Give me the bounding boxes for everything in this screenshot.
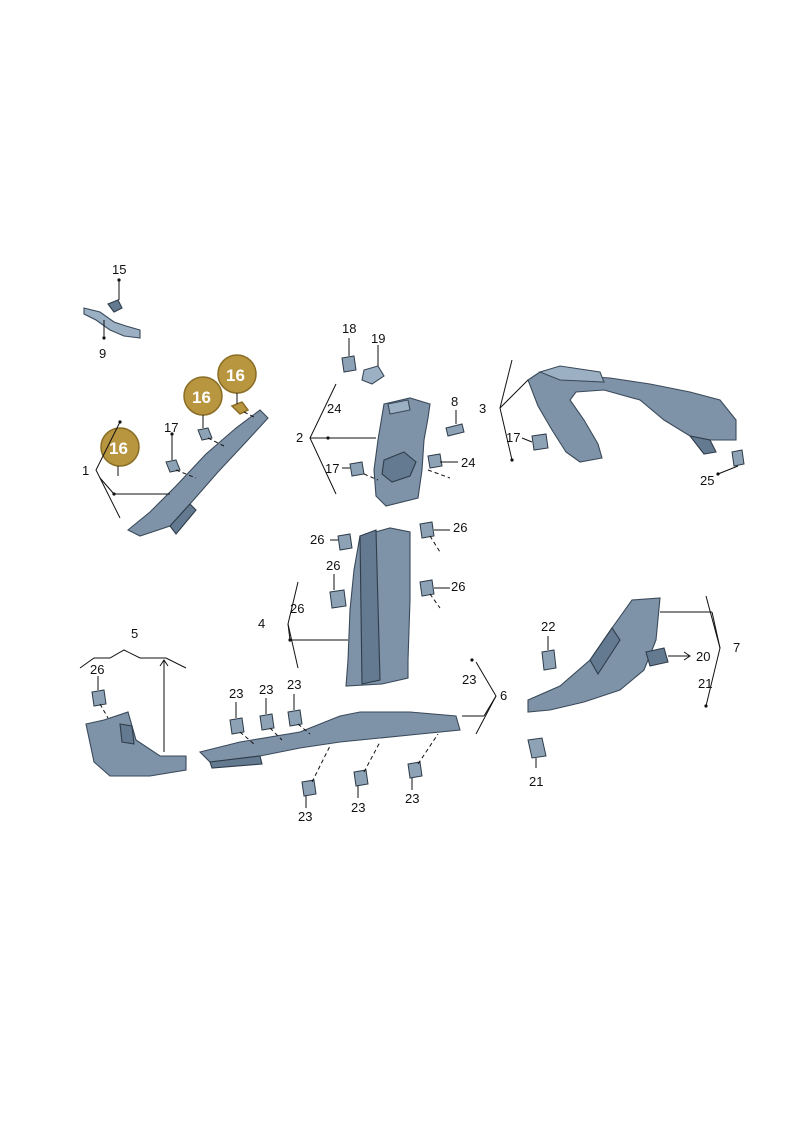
- callout-4[interactable]: 4: [258, 616, 265, 631]
- part-6-sill-trim[interactable]: [198, 711, 461, 769]
- callout-25[interactable]: 25: [700, 473, 714, 488]
- callout-23-f[interactable]: 23: [351, 800, 365, 815]
- callout-23-g[interactable]: 23: [405, 791, 419, 806]
- callout-23-e[interactable]: 23: [298, 809, 312, 824]
- svg-text:16: 16: [192, 388, 211, 407]
- part-23-clip-f[interactable]: [353, 769, 369, 787]
- callout-20[interactable]: 20: [696, 649, 710, 664]
- part-26-clip-c[interactable]: [419, 521, 435, 539]
- callout-6[interactable]: 6: [500, 688, 507, 703]
- callout-17-c[interactable]: 17: [506, 430, 520, 445]
- callout-8[interactable]: 8: [451, 394, 458, 409]
- part-16-clip-b[interactable]: [197, 427, 213, 441]
- callout-26-d[interactable]: 26: [451, 579, 465, 594]
- part-3-upper-side-trim[interactable]: [527, 365, 737, 463]
- part-23-clip-a[interactable]: [229, 717, 245, 735]
- callout-24-a[interactable]: 24: [327, 401, 341, 416]
- part-9-bracket[interactable]: [83, 299, 141, 339]
- callout-24-b[interactable]: 24: [461, 455, 475, 470]
- callout-9[interactable]: 9: [99, 346, 106, 361]
- callout-7[interactable]: 7: [733, 640, 740, 655]
- callout-15[interactable]: 15: [112, 262, 126, 277]
- callout-23-a[interactable]: 23: [229, 686, 243, 701]
- callout-23-d[interactable]: 23: [462, 672, 476, 687]
- part-24-clip[interactable]: [427, 453, 443, 469]
- part-23-clip-c[interactable]: [287, 709, 303, 727]
- part-16-clip-highlighted[interactable]: [230, 401, 250, 415]
- part-22-screw[interactable]: [541, 649, 557, 671]
- part-17-clip-c[interactable]: [531, 433, 549, 451]
- callout-5[interactable]: 5: [131, 626, 138, 641]
- part-26-clip-d[interactable]: [419, 579, 435, 597]
- part-23-clip-g[interactable]: [407, 761, 423, 779]
- callout-16-highlight-b[interactable]: 16: [183, 376, 223, 416]
- part-25-screw[interactable]: [731, 449, 745, 467]
- svg-text:16: 16: [226, 366, 245, 385]
- part-2-b-pillar-upper-trim[interactable]: [373, 397, 431, 507]
- callout-19[interactable]: 19: [371, 331, 385, 346]
- part-20-clip[interactable]: [645, 647, 669, 667]
- callout-22[interactable]: 22: [541, 619, 555, 634]
- callout-23-b[interactable]: 23: [259, 682, 273, 697]
- callout-26-b[interactable]: 26: [326, 558, 340, 573]
- callout-16-highlight-c[interactable]: 16: [100, 427, 140, 467]
- part-23-clip-b[interactable]: [259, 713, 275, 731]
- part-4-b-pillar-lower-trim[interactable]: [345, 527, 411, 687]
- callout-21-b[interactable]: 21: [698, 676, 712, 691]
- part-26-clip-a[interactable]: [337, 533, 353, 551]
- callout-17-a[interactable]: 17: [164, 420, 178, 435]
- part-26-clip-f[interactable]: [91, 689, 107, 707]
- callout-16-highlight-a[interactable]: 16: [217, 354, 257, 394]
- svg-text:16: 16: [109, 439, 128, 458]
- part-5-lower-rear-trim[interactable]: [85, 711, 187, 777]
- part-23-clip-e[interactable]: [301, 779, 317, 797]
- callout-23-c[interactable]: 23: [287, 677, 301, 692]
- part-17-clip-a[interactable]: [165, 459, 181, 473]
- callout-21-a[interactable]: 21: [529, 774, 543, 789]
- part-1-a-pillar-trim[interactable]: [126, 409, 269, 537]
- callout-17-b[interactable]: 17: [325, 461, 339, 476]
- part-18-bolt[interactable]: [341, 355, 357, 373]
- callout-26-f[interactable]: 26: [90, 662, 104, 677]
- callout-18[interactable]: 18: [342, 321, 356, 336]
- callout-26-e[interactable]: 26: [290, 601, 304, 616]
- part-17-clip-b[interactable]: [349, 461, 365, 477]
- part-26-clip-b[interactable]: [329, 589, 347, 609]
- part-8-clip[interactable]: [445, 423, 465, 437]
- callout-26-a[interactable]: 26: [310, 532, 324, 547]
- part-7-front-lower-trim[interactable]: [527, 597, 661, 713]
- callout-3[interactable]: 3: [479, 401, 486, 416]
- callout-2[interactable]: 2: [296, 430, 303, 445]
- callout-26-c[interactable]: 26: [453, 520, 467, 535]
- part-19-retainer[interactable]: [361, 365, 385, 385]
- callout-1[interactable]: 1: [82, 463, 89, 478]
- part-21-nut[interactable]: [527, 737, 547, 759]
